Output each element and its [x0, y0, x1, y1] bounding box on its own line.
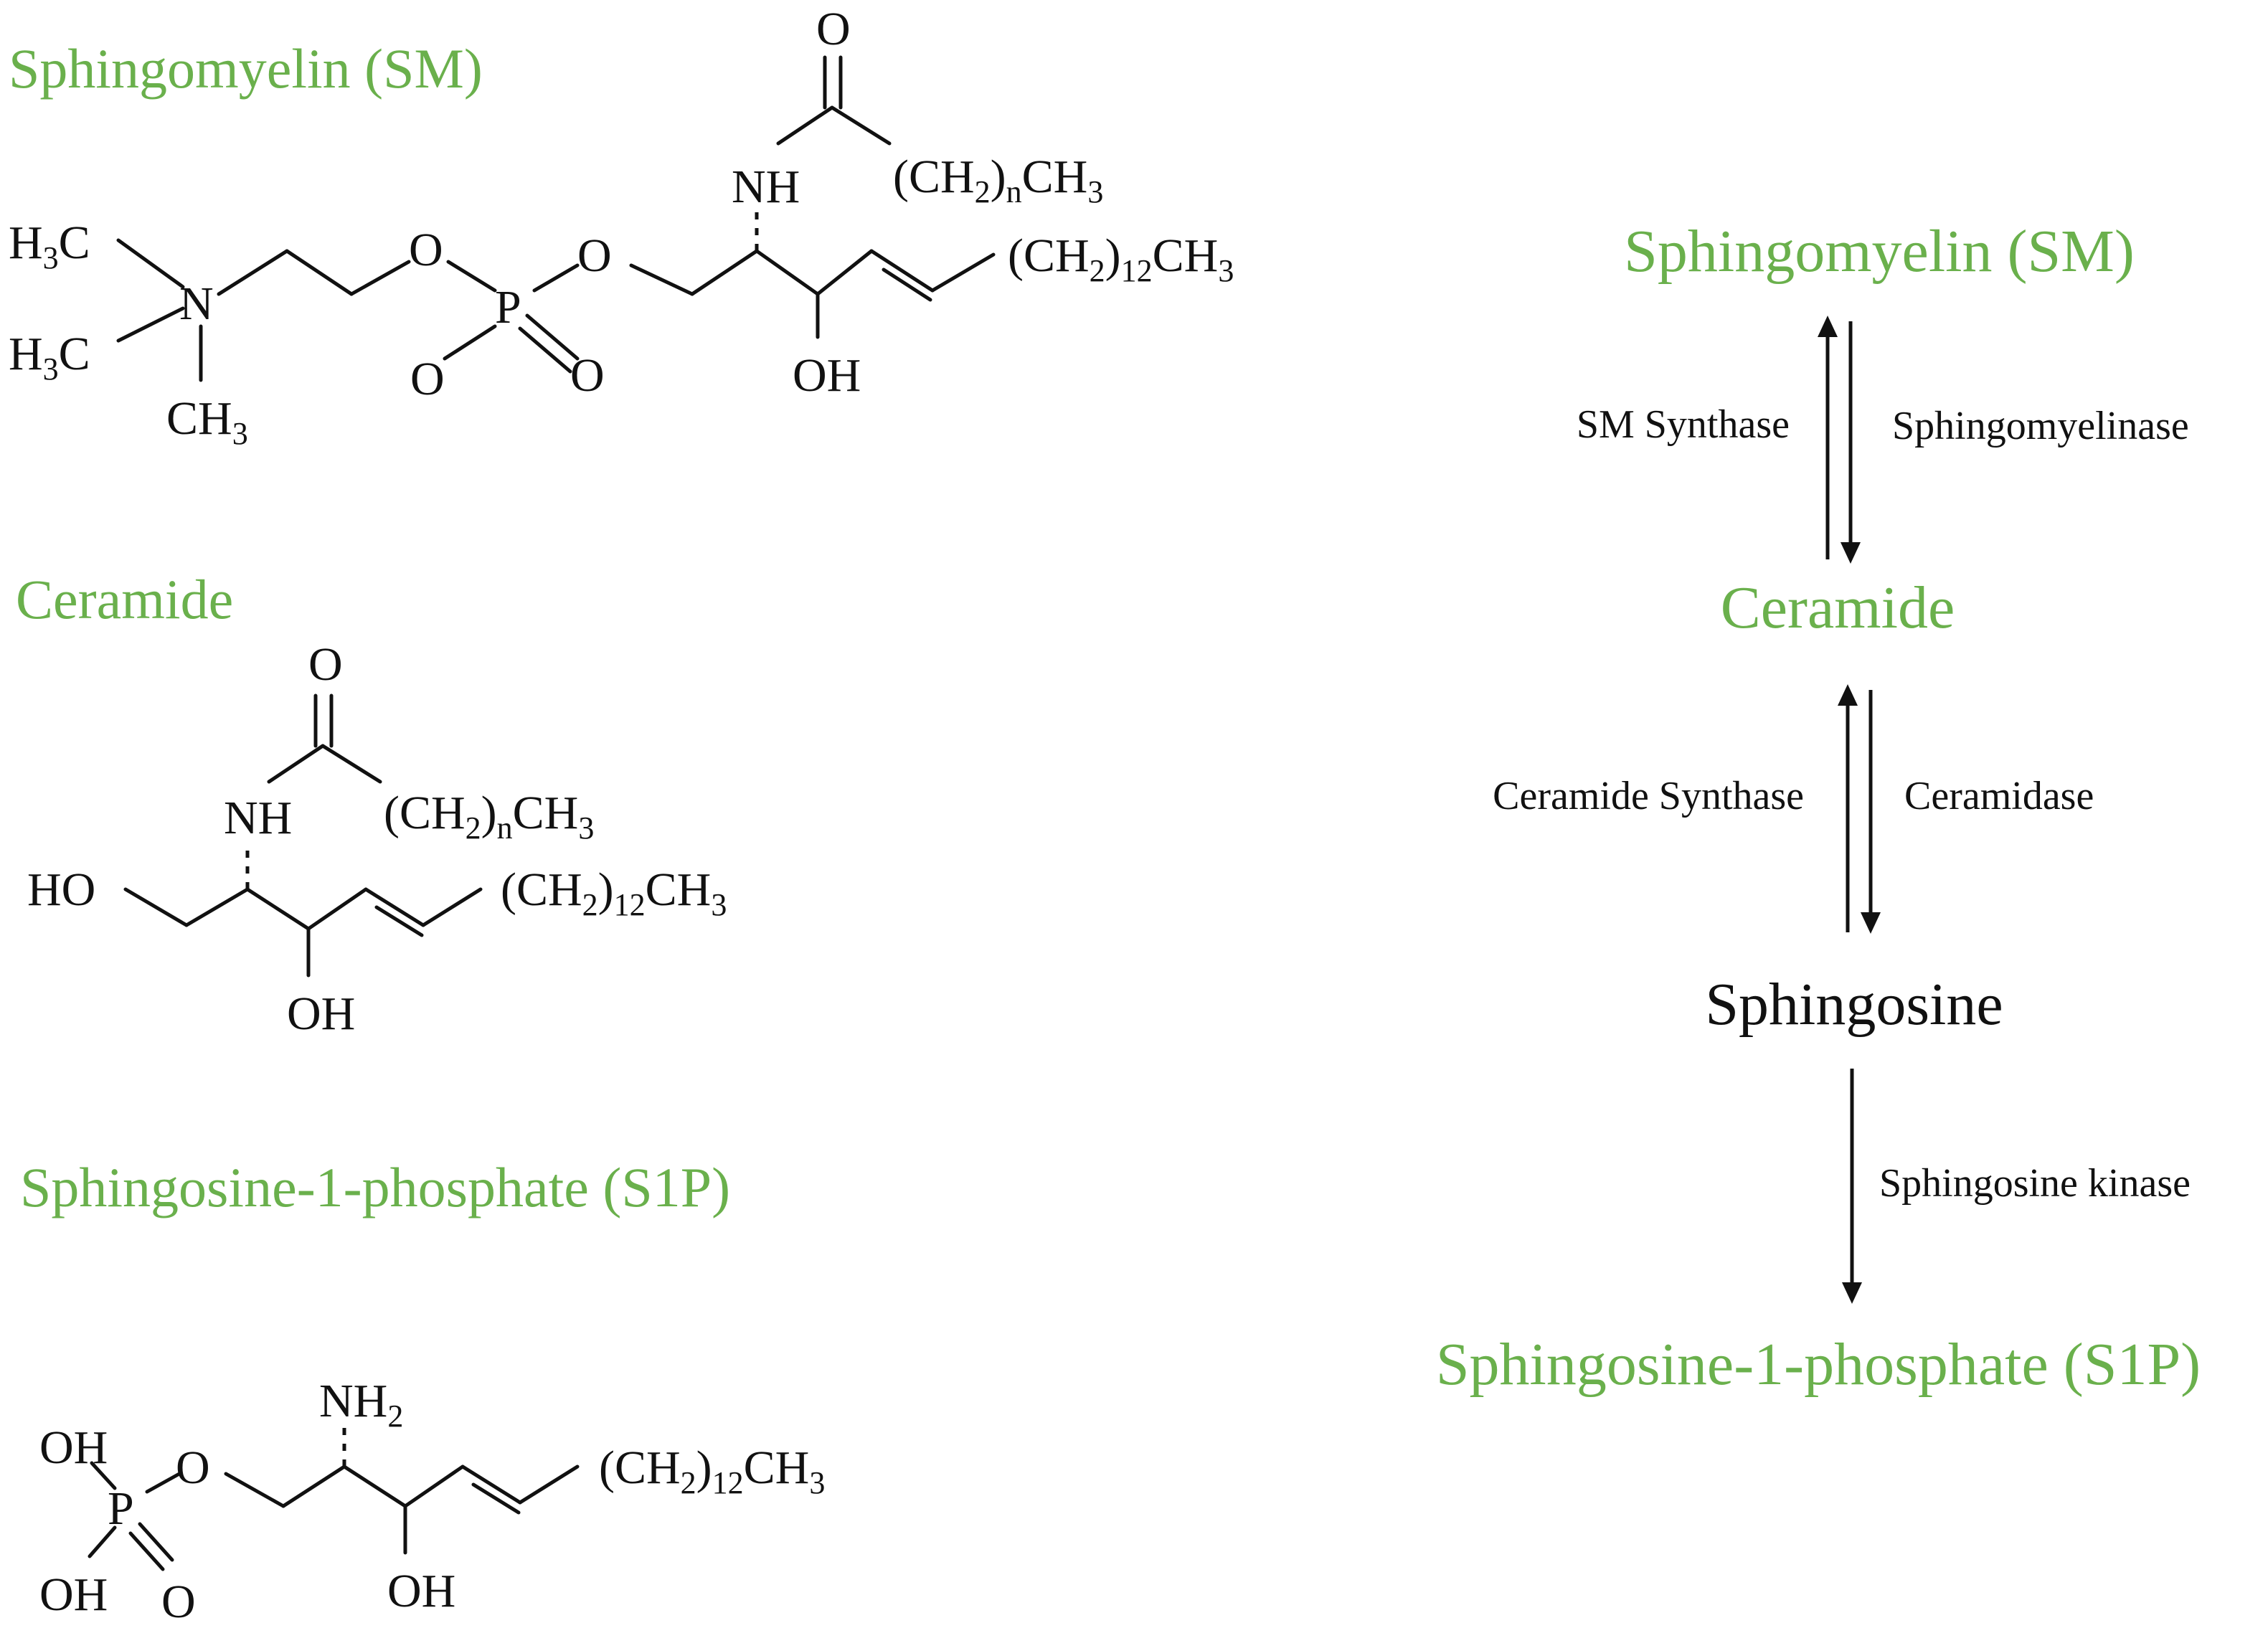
sm-bond-h3c-n-bot	[116, 306, 185, 343]
pathway: Sphingomyelin (SM) SM Synthase Sphingomy…	[1436, 218, 2201, 1398]
sm-bond-p-odouble-a	[525, 313, 580, 361]
sm-n: N	[179, 278, 214, 330]
arrowhead-sm-to-ceramide	[1841, 542, 1861, 564]
cer-oh: OH	[287, 988, 355, 1040]
s1p-bond-p-odouble-a	[138, 1522, 174, 1562]
s1p-bond-p-odouble-b	[128, 1531, 165, 1571]
sm-o-carbonyl: O	[816, 3, 851, 55]
cer-tail-chain: (CH2)12CH3	[501, 863, 727, 922]
enzyme-ceramide-synthase: Ceramide Synthase	[1493, 774, 1804, 818]
sm-bond-c3-c4	[816, 249, 874, 296]
enzyme-sphingomyelinase: Sphingomyelinase	[1892, 404, 2189, 448]
arrowhead-ceramide-to-sm	[1818, 316, 1838, 337]
sm-oh: OH	[793, 349, 861, 402]
sm-bond-c5-tail	[930, 252, 996, 293]
cer-bond-co-acyl	[321, 744, 382, 784]
s1p-bond-c4-c5	[460, 1464, 522, 1505]
cer-bond-ho-c1	[123, 887, 189, 927]
enzyme-ceramidase: Ceramidase	[1904, 774, 2094, 818]
s1p-p: P	[108, 1482, 134, 1535]
arrowhead-sphingosine-to-ceramide	[1838, 684, 1858, 706]
sm-nh: NH	[732, 161, 800, 213]
cer-bond-nh-co	[267, 744, 325, 784]
cer-o-carbonyl: O	[308, 638, 343, 691]
arrowhead-sphingosine-to-s1p	[1842, 1282, 1862, 1304]
s1p-bond-c5-tail	[518, 1464, 580, 1505]
s1p-oh-bot: OH	[39, 1568, 108, 1621]
s1p-o: O	[176, 1442, 210, 1494]
sm-o-double: O	[570, 349, 605, 402]
sm-bond-c1-c2	[285, 249, 354, 296]
s1p-bond-p-ohbot	[88, 1525, 117, 1558]
s1p-title: Sphingosine-1-phosphate (S1P)	[20, 1156, 730, 1218]
pathway-node-sphingosine: Sphingosine	[1705, 971, 2003, 1038]
sm-bond-nh-co	[776, 105, 834, 146]
pathway-node-ceramide: Ceramide	[1721, 574, 1955, 641]
enzyme-sm-synthase: SM Synthase	[1577, 402, 1790, 447]
sm-bond-n-c1	[217, 249, 289, 296]
s1p-o-double: O	[161, 1576, 196, 1628]
pathway-node-sm: Sphingomyelin (SM)	[1624, 218, 2135, 285]
s1p-bond-p-o	[145, 1472, 181, 1494]
s1p-bond-c3-c4	[403, 1464, 465, 1508]
sm-bond-c4-c5	[869, 249, 935, 293]
sm-bond-c2-o	[349, 260, 411, 296]
cer-bond-c4-c5-double	[374, 905, 424, 937]
sm-h3c-bot: H3C	[9, 328, 90, 387]
sm-bond-p-odouble-b	[518, 326, 572, 374]
sm-p: P	[495, 281, 521, 333]
s1p-nh2: NH2	[319, 1375, 403, 1434]
s1p-bond-c1-c2	[281, 1464, 346, 1508]
sm-bond-c-c2	[690, 249, 759, 296]
s1p-bond-o-c1	[224, 1472, 285, 1508]
cer-bond-c4-c5	[364, 887, 425, 927]
s1p-structure: Sphingosine-1-phosphate (S1P) NH2 OH O P…	[20, 1156, 825, 1628]
cer-nh: NH	[224, 792, 292, 844]
sm-o1: O	[409, 224, 443, 276]
cer-acyl-chain: (CH2)nCH3	[384, 787, 594, 846]
arrowhead-ceramide-to-sphingosine	[1861, 912, 1881, 934]
pathway-node-s1p: Sphingosine-1-phosphate (S1P)	[1436, 1331, 2201, 1398]
sm-bond-o2-c	[629, 263, 694, 296]
sm-ch3-bot: CH3	[166, 392, 248, 451]
s1p-tail-chain: (CH2)12CH3	[599, 1442, 825, 1500]
cer-bond-c2-c3	[245, 887, 311, 931]
sm-acyl-chain: (CH2)nCH3	[893, 151, 1103, 209]
sm-bond-o-p	[446, 260, 497, 293]
ceramide-title: Ceramide	[16, 568, 233, 630]
sm-bond-c4-c5-double	[882, 268, 932, 302]
sm-tail-chain: (CH2)12CH3	[1008, 229, 1234, 288]
sm-bond-c2-c3	[755, 249, 820, 296]
s1p-bond-c4-c5-double	[471, 1482, 521, 1515]
sm-title: Sphingomyelin (SM)	[9, 37, 483, 100]
enzyme-sphingosine-kinase: Sphingosine kinase	[1879, 1161, 2191, 1206]
sm-h3c-top: H3C	[9, 217, 90, 275]
sm-bond-p-o2	[532, 263, 580, 293]
cer-bond-c1-c2	[184, 887, 250, 927]
s1p-bond-c2-c3	[342, 1464, 407, 1508]
s1p-oh-top: OH	[39, 1421, 108, 1474]
cer-bond-c5-tail	[421, 887, 483, 927]
sm-bond-h3c-n-top	[116, 238, 185, 289]
sm-bond-co-acyl	[830, 105, 892, 146]
sm-structure: Sphingomyelin (SM) H3C N H3C CH3 O P O	[9, 3, 1234, 451]
cer-bond-c3-c4	[306, 887, 368, 931]
ceramide-structure: Ceramide O NH (CH2)nCH3 HO (CH2)12CH3 OH	[16, 568, 727, 1040]
sm-bond-p-ominus	[443, 324, 497, 361]
sm-o2: O	[577, 229, 612, 282]
sm-o-minus: O	[410, 353, 445, 405]
s1p-oh: OH	[387, 1565, 455, 1617]
s1p-bond-ohtop-p	[90, 1461, 117, 1490]
cer-ho: HO	[27, 863, 95, 916]
